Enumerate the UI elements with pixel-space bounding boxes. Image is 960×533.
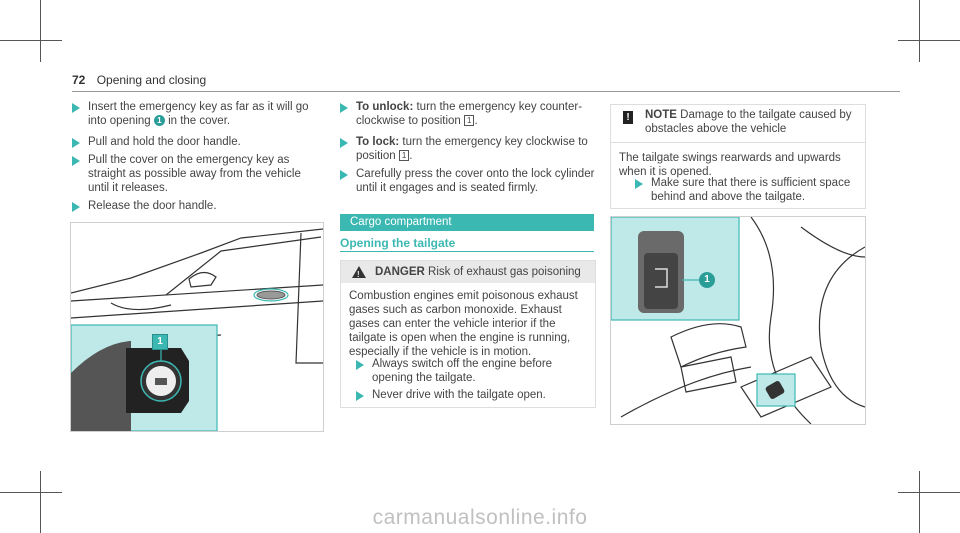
step-arrow-icon — [356, 391, 364, 401]
position-indicator: 1 — [398, 150, 410, 161]
step-arrow-icon — [72, 156, 80, 166]
note-header: ! NOTE Damage to the tailgate caused by … — [611, 105, 865, 140]
step-arrow-icon — [635, 179, 643, 189]
page-number: 72 — [72, 73, 86, 87]
section-title: Opening and closing — [96, 73, 207, 87]
danger-body: Combustion engines emit poisonous exhaus… — [349, 290, 578, 358]
crop-mark — [40, 471, 41, 533]
danger-step: Never drive with the tailgate open. — [372, 389, 546, 401]
step-text: Pull and hold the door handle. — [88, 136, 241, 148]
car-interior-drawing — [611, 217, 865, 424]
car-door-drawing — [71, 228, 323, 431]
crop-mark — [898, 492, 960, 493]
step-text: To unlock: turn the emergency key counte… — [356, 101, 583, 127]
subsection-heading: Opening the tailgate — [340, 236, 456, 250]
step-text: Carefully press the cover onto the lock … — [356, 168, 595, 194]
danger-header: ! DANGER Risk of exhaust gas poisoning — [341, 261, 595, 283]
crop-mark — [0, 492, 62, 493]
note-step: Make sure that there is sufficient space… — [651, 177, 851, 203]
step-arrow-icon — [72, 138, 80, 148]
subheading-rule — [340, 251, 594, 252]
step-arrow-icon — [340, 138, 348, 148]
danger-step: Always switch off the engine before open… — [372, 358, 553, 384]
crop-mark — [919, 0, 920, 62]
step-arrow-icon — [340, 170, 348, 180]
crop-mark — [919, 471, 920, 533]
step-arrow-icon — [356, 360, 364, 370]
danger-box: ! DANGER Risk of exhaust gas poisoning C… — [340, 260, 596, 408]
step-text: Pull the cover on the emergency key as s… — [88, 154, 301, 194]
step-arrow-icon — [72, 103, 80, 113]
step-arrow-icon — [72, 202, 80, 212]
step-text: Release the door handle. — [88, 200, 217, 212]
section-band: Cargo compartment — [340, 214, 594, 231]
note-box: ! NOTE Damage to the tailgate caused by … — [610, 104, 866, 209]
page-header: 72 Opening and closing — [72, 73, 206, 87]
step-text: To lock: turn the emergency key clockwis… — [356, 136, 588, 162]
crop-mark — [898, 40, 960, 41]
warning-triangle-icon: ! — [352, 266, 366, 279]
header-rule — [72, 91, 900, 92]
door-lock-illustration: 1 — [70, 222, 324, 432]
tailgate-switch-illustration: 1 — [610, 216, 866, 425]
step-text: Insert the emergency key as far as it wi… — [88, 101, 309, 127]
figure-callout-badge: 1 — [699, 272, 715, 288]
crop-mark — [0, 40, 62, 41]
callout-badge-icon: 1 — [153, 115, 165, 126]
watermark-text: carmanualsonline.info — [372, 506, 588, 529]
position-indicator: 1 — [464, 115, 475, 126]
step-arrow-icon — [340, 103, 348, 113]
notice-icon: ! — [623, 111, 633, 124]
note-body: The tailgate swings rearwards and upward… — [619, 152, 841, 178]
figure-callout-badge: 1 — [152, 334, 168, 350]
crop-mark — [40, 0, 41, 62]
